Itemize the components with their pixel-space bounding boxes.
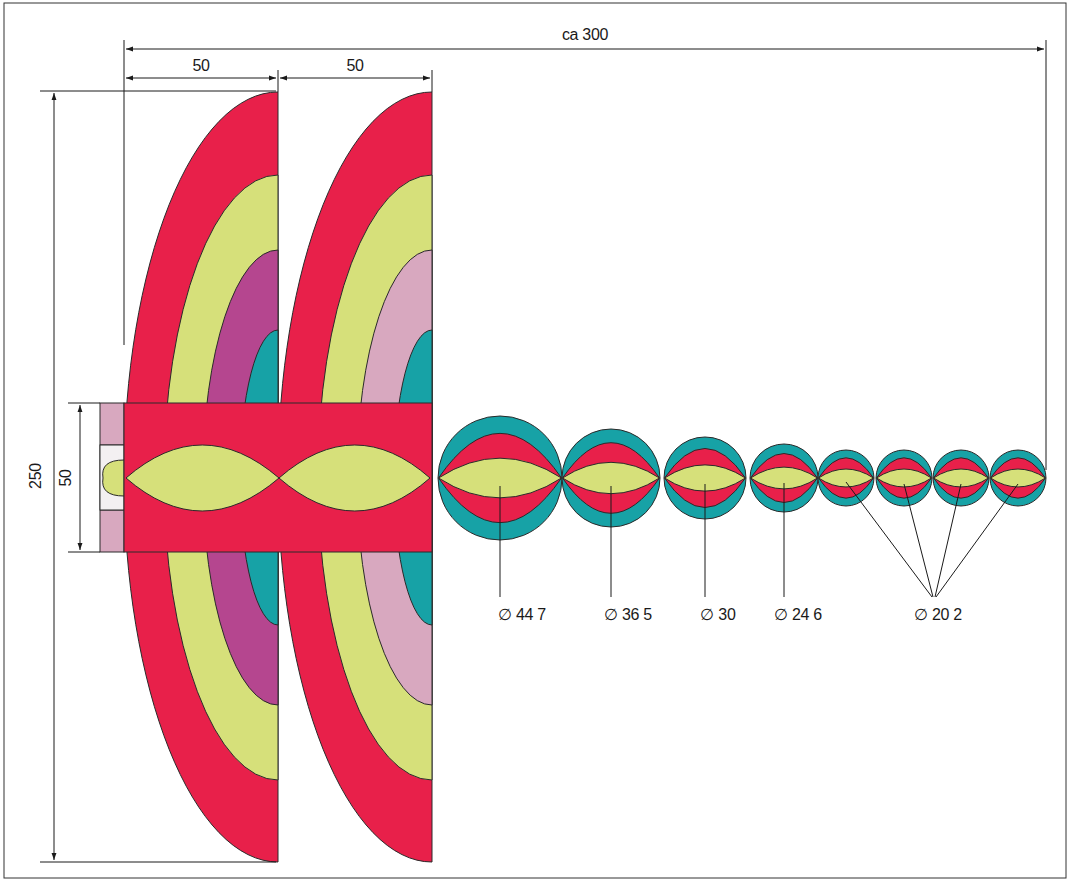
dimension-lines <box>40 40 1046 862</box>
ball-diameter: ∅ 20 2 <box>914 607 962 623</box>
wing-span: 250 <box>28 463 44 489</box>
ball-center <box>819 469 874 487</box>
ball-diameter: ∅ 36 5 <box>604 607 652 623</box>
frame <box>4 3 1066 878</box>
wing-rear <box>278 92 432 862</box>
wing-width: 50 <box>192 58 209 74</box>
tail-segments <box>438 416 1046 540</box>
kite-body <box>124 403 432 552</box>
ball-band <box>877 458 932 498</box>
ball-band <box>991 458 1046 498</box>
tail-ball <box>990 450 1046 506</box>
overall-length: ca 300 <box>562 27 608 43</box>
ball-outer <box>933 450 989 506</box>
tail-ball <box>876 450 932 506</box>
ball-diameter: ∅ 24 6 <box>774 607 822 623</box>
wing-width: 50 <box>346 58 363 74</box>
body-height: 50 <box>58 469 74 486</box>
leader-lines <box>500 482 1018 597</box>
ball-outer <box>990 450 1046 506</box>
ball-diameter: ∅ 44 7 <box>498 607 546 623</box>
tail-ball <box>933 450 989 506</box>
ball-outer <box>818 450 874 506</box>
kite-head <box>100 403 124 552</box>
wing-front <box>124 92 278 862</box>
ball-outer <box>876 450 932 506</box>
ball-band <box>819 458 874 498</box>
ball-band <box>934 458 989 498</box>
tail-ball <box>818 450 874 506</box>
ball-diameter: ∅ 30 <box>700 607 735 623</box>
